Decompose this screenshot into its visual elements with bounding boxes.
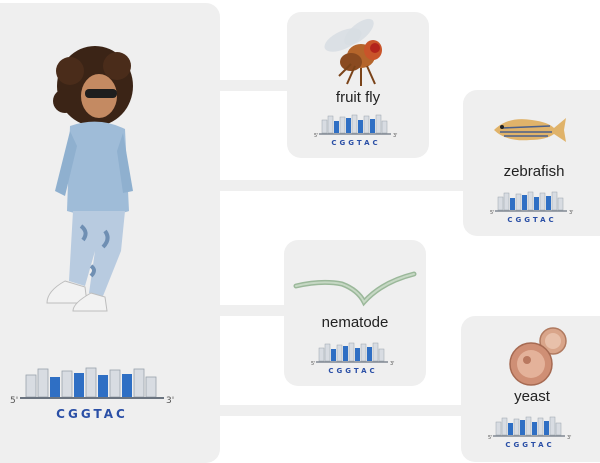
nematode-label: nematode (321, 314, 389, 331)
zebrafish-label: zebrafish (503, 163, 565, 180)
fruit-fly-sequence-text: CGGTAC (331, 139, 380, 147)
yeast-sequence-bars (493, 416, 565, 437)
nematode-sequence-text: CGGTAC (328, 367, 377, 375)
child-figure (46, 46, 133, 312)
yeast-panel: yeast 5' 3' CGGTAC (461, 316, 600, 462)
yeast-five-prime: 5' (488, 435, 493, 441)
connector-fruit-fly (215, 80, 290, 91)
nematode-sequence-bars (316, 342, 388, 363)
human-panel: 5' 3' CGGTAC (0, 3, 220, 463)
yeast-sequence-graphic: 5' 3' CGGTAC (488, 416, 572, 449)
human-sequence-bars (20, 367, 164, 399)
connector-nematode (215, 305, 287, 316)
zebrafish-five-prime: 5' (490, 210, 495, 216)
zebrafish-sequence-bars (495, 191, 567, 212)
human-sequence-graphic: 5' 3' CGGTAC (10, 367, 174, 421)
nematode-panel: nematode 5' 3' CGGTAC (284, 240, 426, 386)
connector-zebrafish (215, 180, 467, 191)
nematode-five-prime: 5' (311, 361, 316, 367)
yeast-icon (509, 327, 567, 386)
fruit-fly-five-prime: 5' (314, 133, 319, 139)
fruit-fly-three-prime: 3' (393, 133, 398, 139)
zebrafish-sequence-text: CGGTAC (507, 216, 556, 224)
fruit-fly-sequence-graphic: 5' 3' CGGTAC (314, 114, 398, 147)
nematode-icon (293, 271, 417, 307)
nematode-three-prime: 3' (390, 361, 395, 367)
zebrafish-panel: zebrafish 5' 3' CGGTAC (463, 90, 600, 236)
fruit-fly-icon (324, 18, 382, 86)
human-three-prime: 3' (166, 396, 174, 406)
zebrafish-icon (494, 118, 566, 142)
human-five-prime: 5' (10, 396, 18, 406)
fruit-fly-panel: fruit fly 5' 3' CGGTAC (287, 12, 429, 158)
yeast-label: yeast (514, 388, 550, 405)
fruit-fly-label: fruit fly (335, 89, 381, 106)
human-sequence-text: CGGTAC (56, 407, 128, 421)
zebrafish-sequence-graphic: 5' 3' CGGTAC (490, 191, 574, 224)
yeast-sequence-text: CGGTAC (505, 441, 554, 449)
connector-yeast (215, 405, 465, 416)
nematode-sequence-graphic: 5' 3' CGGTAC (311, 342, 395, 375)
zebrafish-three-prime: 3' (569, 210, 574, 216)
fruit-fly-sequence-bars (319, 114, 391, 135)
yeast-three-prime: 3' (567, 435, 572, 441)
